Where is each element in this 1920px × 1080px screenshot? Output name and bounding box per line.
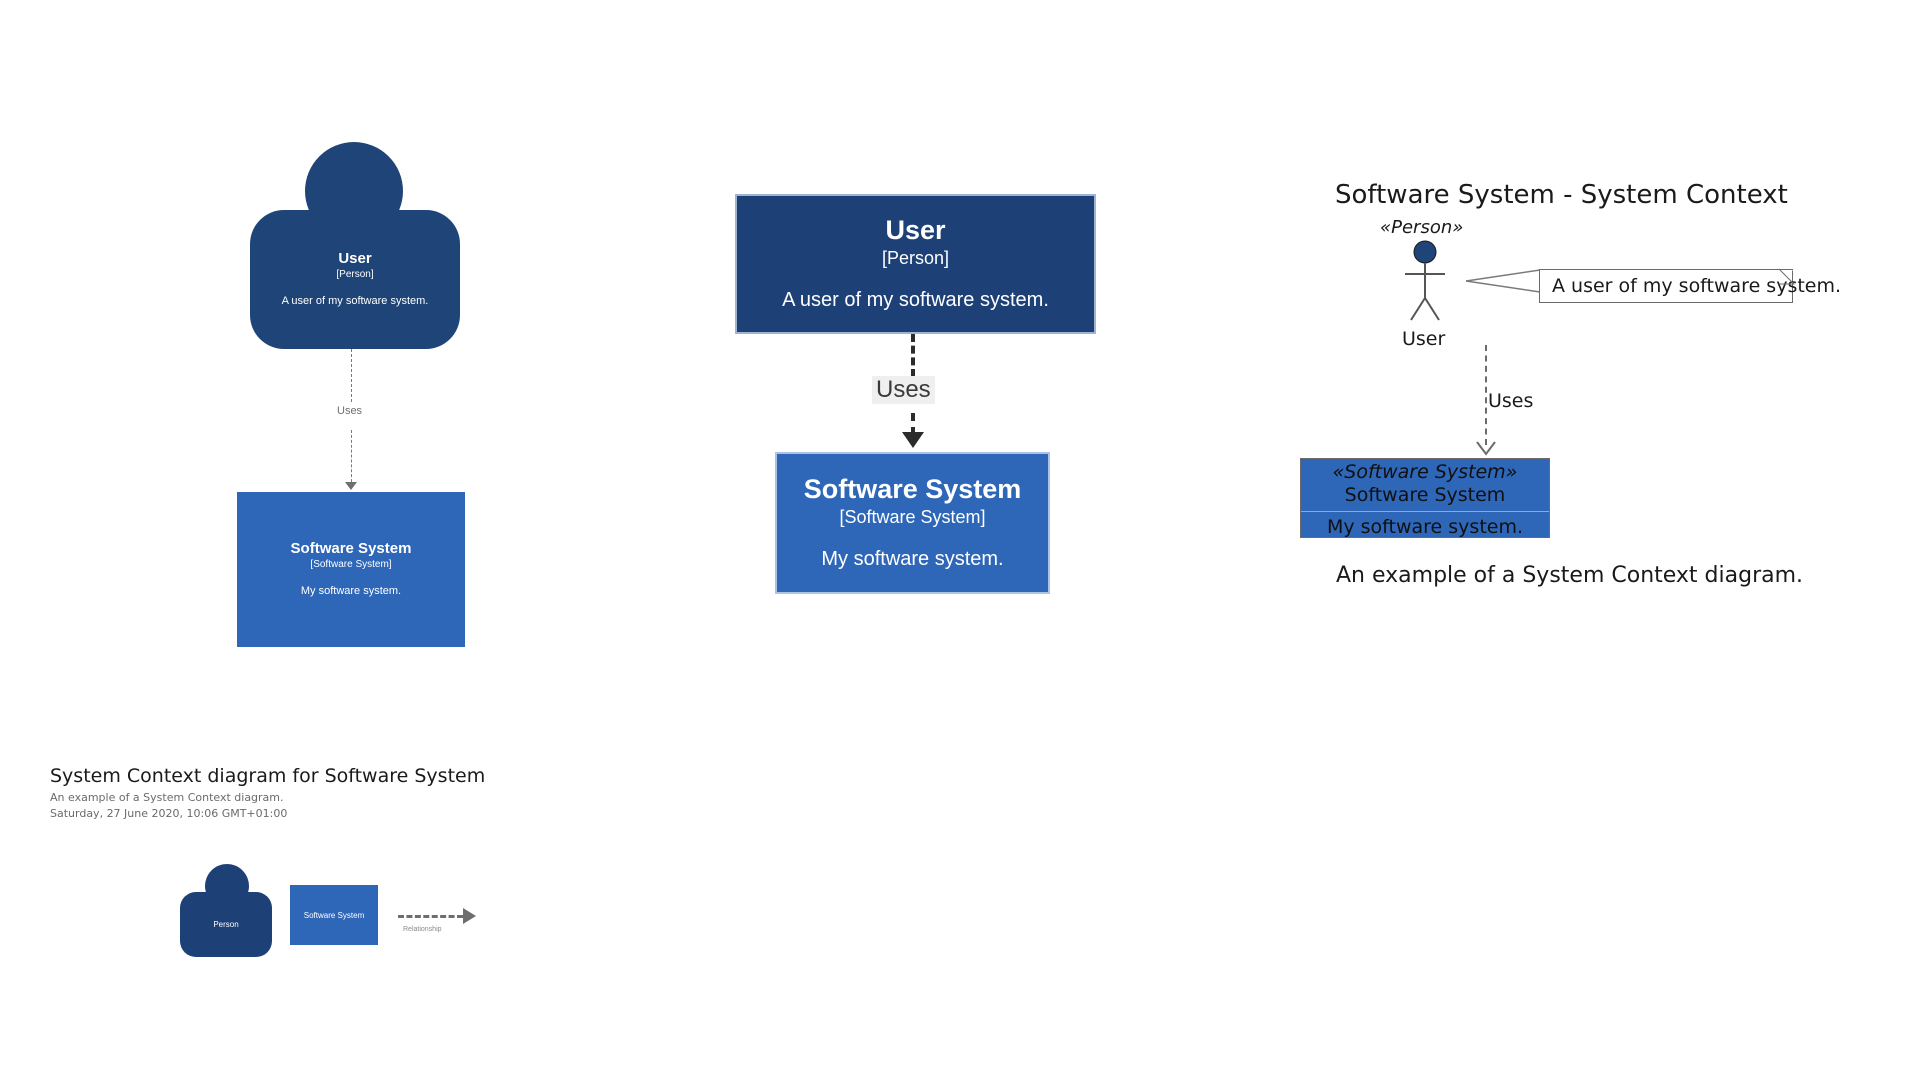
thumbnail-relationship-arrowhead — [463, 908, 476, 924]
person-type: [Person] — [881, 248, 950, 269]
person-body-shape: User [Person] A user of my software syst… — [250, 210, 460, 349]
structurizr-person-node[interactable]: User [Person] A user of my software syst… — [250, 142, 460, 349]
plantuml-actor-stereotype: «Person» — [1380, 217, 1464, 238]
plantuml-note-connector — [1466, 269, 1541, 293]
plantuml-diagram-caption: An example of a System Context diagram. — [1336, 563, 1804, 588]
plantuml-note-fold-line — [1778, 268, 1796, 285]
software-system-description: My software system. — [300, 585, 402, 598]
graphviz-relationship-arrowhead — [902, 432, 924, 448]
software-system-name: Software System — [290, 540, 412, 558]
plantuml-actor-figure[interactable] — [1380, 240, 1470, 330]
actor-leg-right — [1424, 297, 1440, 321]
metadata-description: An example of a System Context diagram. — [50, 791, 284, 804]
graphviz-relationship-line-lower — [911, 413, 915, 435]
structurizr-system-context-diagram: User [Person] A user of my software syst… — [0, 0, 560, 700]
thumbnail-key-diagram: Person Software System Relationship — [180, 862, 580, 992]
structurizr-relationship-line-lower — [351, 430, 352, 487]
structurizr-software-system-node[interactable]: Software System [Software System] My sof… — [237, 492, 465, 647]
person-description: A user of my software system. — [782, 289, 1049, 312]
plantuml-relationship-arrowhead — [1476, 441, 1496, 456]
plantuml-note-box[interactable]: A user of my software system. — [1539, 269, 1841, 303]
metadata-timestamp: Saturday, 27 June 2020, 10:06 GMT+01:00 — [50, 806, 288, 820]
graphviz-relationship-label: Uses — [872, 376, 935, 404]
software-system-type: [Software System] — [310, 559, 392, 571]
person-type: [Person] — [336, 269, 374, 281]
plantuml-relationship-line — [1485, 345, 1487, 445]
structurizr-relationship-arrowhead — [345, 482, 357, 490]
plantuml-diagram-title: Software System - System Context — [1335, 180, 1788, 210]
plantuml-actor-label: User — [1402, 328, 1446, 350]
plantuml-class-description: My software system. — [1326, 515, 1524, 538]
thumbnail-software-system-node[interactable]: Software System — [290, 885, 378, 945]
plantuml-software-system-class[interactable]: «Software System» Software System My sof… — [1300, 458, 1550, 538]
plantuml-class-name: Software System — [1344, 483, 1506, 506]
actor-head-icon — [1413, 240, 1437, 264]
graphviz-system-context-diagram: User [Person] A user of my software syst… — [600, 0, 1100, 700]
thumbnail-person-label: Person — [213, 920, 239, 929]
graphviz-software-system-node[interactable]: Software System [Software System] My sof… — [775, 452, 1050, 594]
software-system-type: [Software System] — [839, 507, 986, 528]
person-name: User — [338, 250, 372, 268]
thumbnail-person-node[interactable]: Person — [180, 892, 272, 957]
structurizr-relationship-label: Uses — [333, 404, 367, 418]
thumbnail-relationship-label: Relationship — [403, 926, 442, 933]
diagram-metadata-block: System Context diagram for Software Syst… — [50, 765, 750, 822]
thumbnail-relationship-line — [398, 915, 463, 918]
plantuml-relationship-label: Uses — [1488, 390, 1534, 412]
metadata-title: System Context diagram for Software Syst… — [50, 765, 486, 787]
software-system-description: My software system. — [821, 548, 1004, 571]
graphviz-relationship-line-upper — [911, 334, 915, 377]
plantuml-class-header: «Software System» Software System — [1301, 459, 1549, 512]
structurizr-relationship-line-upper — [351, 349, 352, 402]
person-name: User — [885, 214, 946, 245]
graphviz-person-node[interactable]: User [Person] A user of my software syst… — [735, 194, 1096, 334]
actor-leg-left — [1410, 297, 1426, 321]
person-description: A user of my software system. — [281, 295, 429, 308]
plantuml-system-context-diagram: Software System - System Context «Person… — [1280, 0, 1920, 700]
plantuml-class-stereotype: «Software System» — [1332, 461, 1518, 483]
software-system-name: Software System — [803, 473, 1022, 504]
thumbnail-system-label: Software System — [303, 910, 365, 920]
